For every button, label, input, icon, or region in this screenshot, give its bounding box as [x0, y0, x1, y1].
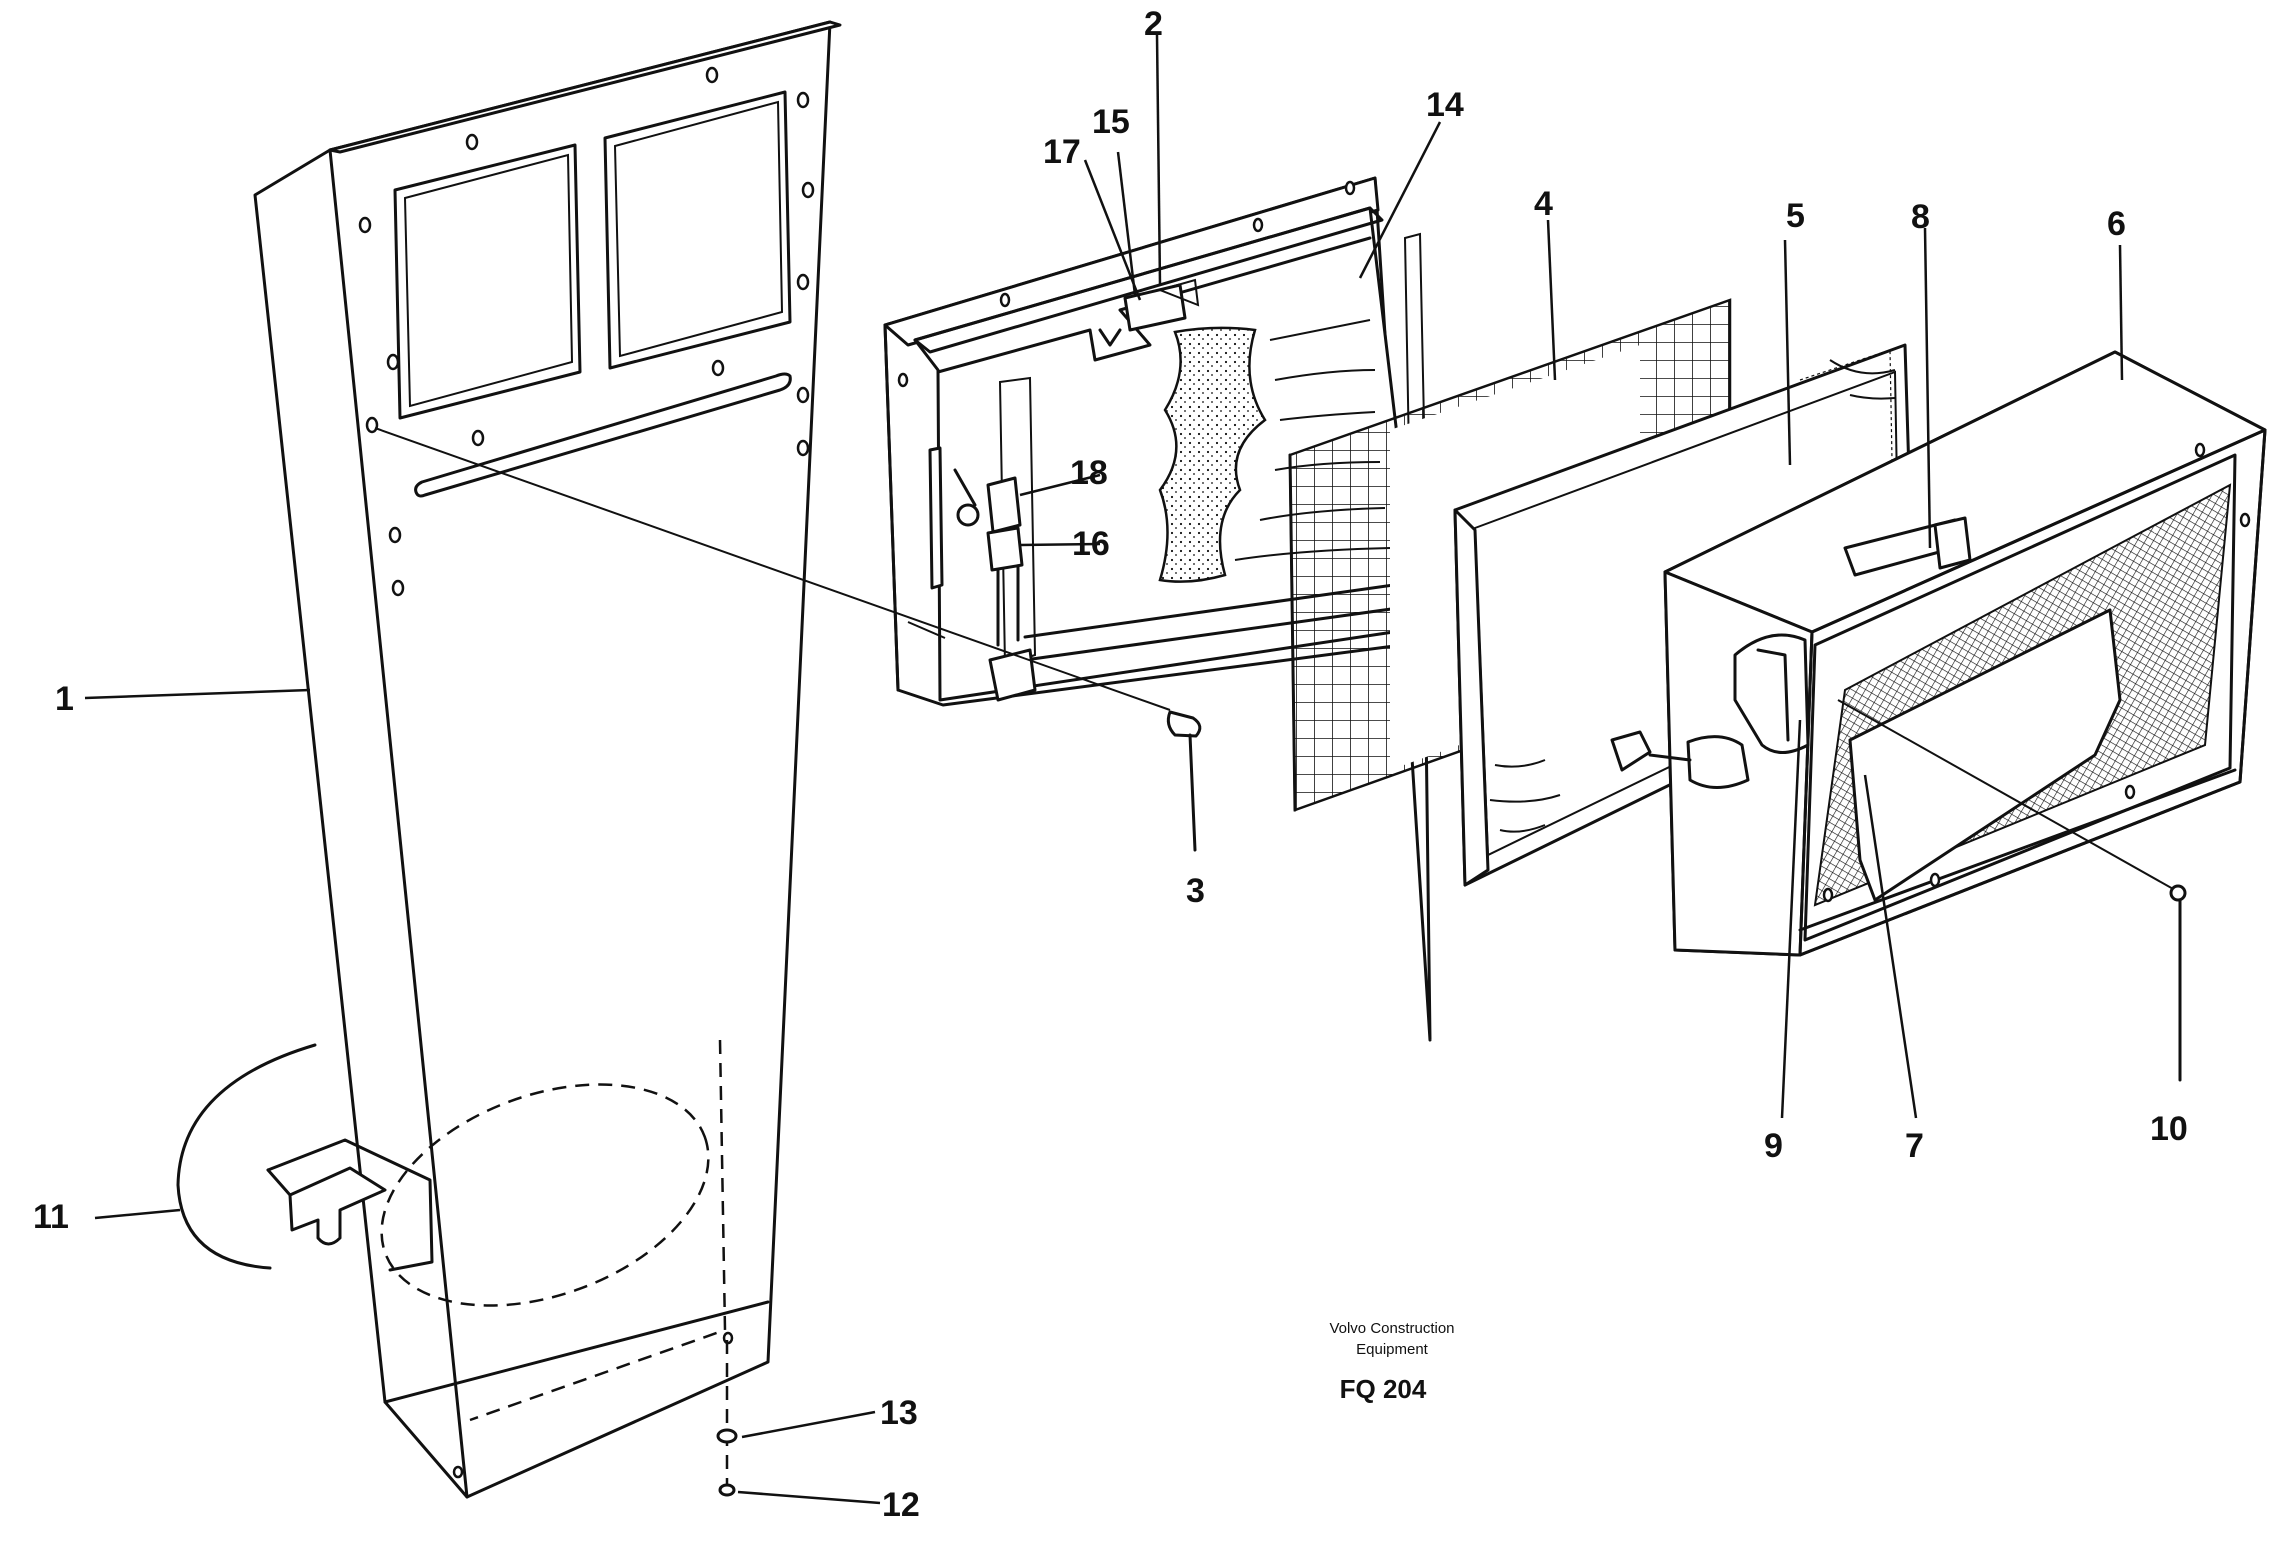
- callout-7: 7: [1905, 1127, 1924, 1165]
- callout-18: 18: [1070, 454, 1108, 492]
- callout-3: 3: [1186, 872, 1205, 910]
- callout-1: 1: [55, 680, 74, 718]
- mounting-holes: [358, 66, 815, 1479]
- fasteners-bottom: [716, 1340, 738, 1497]
- brand-line-2: Equipment: [1356, 1341, 1429, 1358]
- callout-2: 2: [1144, 5, 1163, 43]
- screw: [374, 427, 1202, 852]
- callout-15: 15: [1092, 103, 1130, 141]
- callout-5: 5: [1786, 197, 1805, 235]
- drawing-code: FQ 204: [1340, 1374, 1427, 1404]
- callout-6: 6: [2107, 205, 2126, 243]
- brand-line-1: Volvo Construction: [1329, 1320, 1454, 1337]
- callout-11: 11: [33, 1198, 69, 1236]
- drawing-footer: Volvo Construction Equipment FQ 204: [1329, 1320, 1454, 1404]
- callout-8: 8: [1911, 198, 1930, 236]
- callout-12: 12: [882, 1486, 920, 1524]
- callout-4: 4: [1534, 185, 1553, 223]
- hinge-bracket: [176, 1043, 434, 1272]
- callout-10: 10: [2150, 1110, 2188, 1148]
- outer-cover: [1610, 350, 2267, 1082]
- callout-17: 17: [1043, 133, 1081, 171]
- callout-13: 13: [880, 1394, 918, 1432]
- filter-foam-cutaway: [1158, 326, 1267, 583]
- callout-labels: 1 2 3 4 5 6 7 8 9 10 11 12 13 14 15 16 1…: [33, 5, 2188, 1524]
- callout-16: 16: [1072, 525, 1110, 563]
- callout-leaders: [84, 34, 2124, 1505]
- door-panel: [253, 20, 842, 1499]
- callout-14: 14: [1426, 86, 1464, 124]
- callout-9: 9: [1764, 1127, 1783, 1165]
